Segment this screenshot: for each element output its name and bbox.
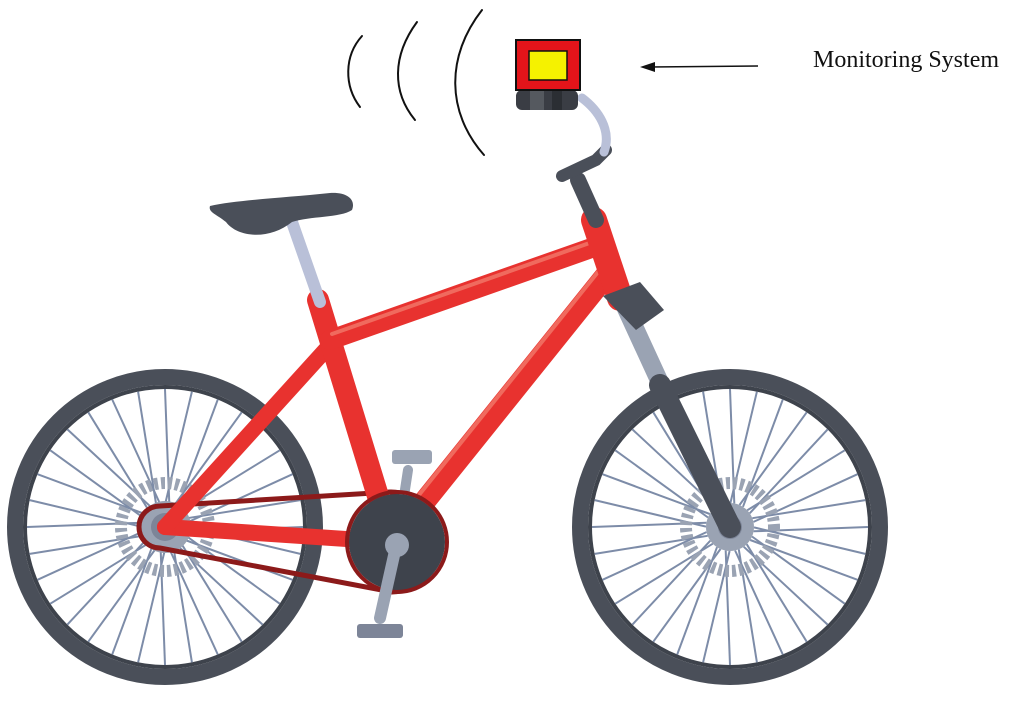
- seat: [210, 193, 353, 302]
- monitoring-device-icon: [516, 40, 580, 90]
- arrow-left-icon: [640, 62, 758, 72]
- handlebar: [516, 90, 606, 220]
- spoke: [752, 500, 865, 518]
- handlebar-grip: [516, 90, 578, 110]
- monitoring-system-label: Monitoring System: [813, 46, 999, 74]
- spoke: [747, 544, 807, 642]
- front-fork: [603, 282, 730, 527]
- wireless-signal-icon: [348, 10, 484, 155]
